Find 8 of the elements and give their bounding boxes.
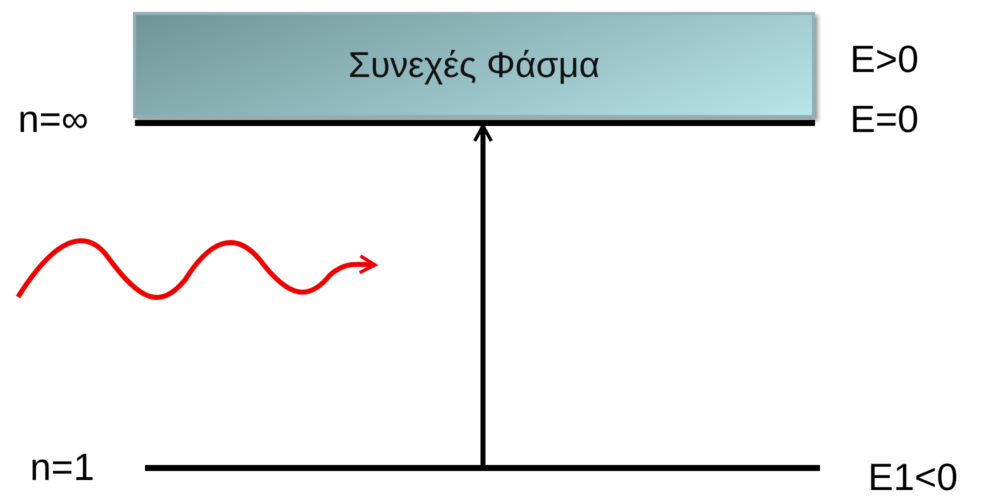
energy-label: E>0	[850, 40, 919, 80]
box-title: Συνεχές Φάσμα	[348, 44, 600, 86]
transition-arrow	[473, 124, 493, 465]
level-label: n=1	[30, 448, 94, 488]
energy-label: E1<0	[868, 458, 958, 496]
energy-label: E=0	[850, 100, 919, 140]
spectrum-box	[133, 12, 815, 118]
level-label: n=∞	[18, 100, 88, 140]
